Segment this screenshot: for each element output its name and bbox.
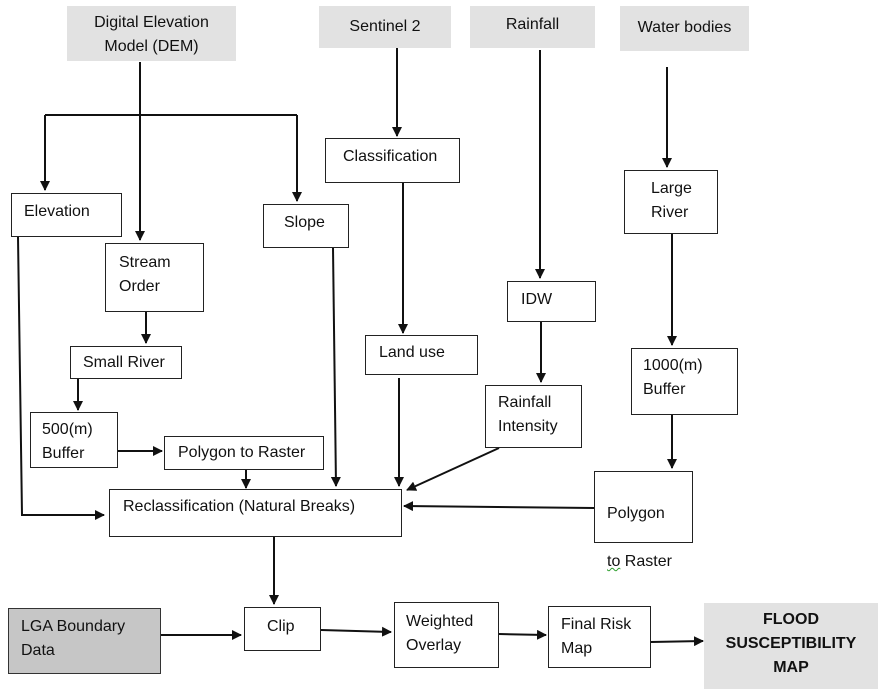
node-polygon-to-raster-right-rest: Raster <box>620 553 672 570</box>
edge-weighted-risk <box>498 629 547 640</box>
node-clip: Clip <box>244 607 321 651</box>
node-classification: Classification <box>325 138 460 183</box>
node-elevation: Elevation <box>11 193 122 237</box>
node-lga-boundary-data: LGA Boundary Data <box>8 608 161 674</box>
node-idw: IDW <box>507 281 596 322</box>
edge-elevation-reclass <box>17 236 105 520</box>
node-water-bodies: Water bodies <box>620 6 749 51</box>
node-sentinel-2: Sentinel 2 <box>319 6 451 48</box>
node-reclassification: Reclassification (Natural Breaks) <box>109 489 402 537</box>
node-dem: Digital Elevation Model (DEM) <box>67 6 236 61</box>
edge-slope-reclass <box>330 247 341 487</box>
node-rainfall: Rainfall <box>470 6 595 48</box>
spellcheck-underlined-word: to <box>607 553 621 570</box>
edge-risk-flood <box>650 636 704 647</box>
edge-p2r-right-reclass <box>403 501 595 512</box>
node-stream-order: Stream Order <box>105 243 204 312</box>
node-1000m-buffer: 1000(m) Buffer <box>631 348 738 415</box>
node-final-risk-map: Final Risk Map <box>548 606 651 668</box>
node-weighted-overlay: Weighted Overlay <box>394 602 499 668</box>
edge-intensity-reclass <box>406 447 500 491</box>
node-rainfall-intensity: Rainfall Intensity <box>485 385 582 448</box>
node-large-river: Large River <box>624 170 718 234</box>
edge-clip-weighted <box>320 626 392 637</box>
node-polygon-to-raster-right: Polygon to Raster <box>594 471 693 570</box>
node-slope: Slope <box>263 204 349 248</box>
node-500m-buffer: 500(m) Buffer <box>30 412 118 468</box>
node-polygon-to-raster-right-line1: Polygon <box>607 505 665 522</box>
node-polygon-to-raster-left: Polygon to Raster <box>164 436 324 470</box>
node-flood-susceptibility-map: FLOOD SUSCEPTIBILITY MAP <box>704 603 878 689</box>
node-small-river: Small River <box>70 346 182 379</box>
node-land-use: Land use <box>365 335 478 375</box>
